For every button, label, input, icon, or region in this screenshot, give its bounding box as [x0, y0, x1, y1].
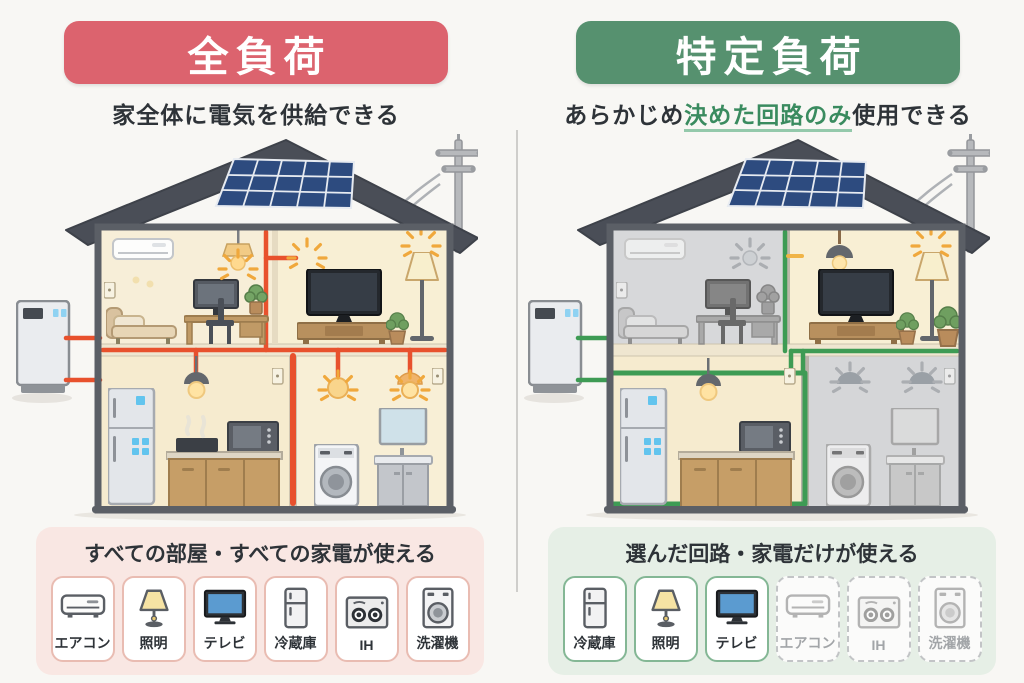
solar-panel: [214, 157, 356, 210]
solar-panel: [726, 157, 868, 210]
subtitle-suffix: 使用できる: [852, 102, 972, 128]
fridge-icon: [273, 583, 319, 633]
ih-cooktop: [176, 438, 218, 452]
section-divider: [516, 130, 518, 592]
appliance-card-active: テレビ: [192, 576, 257, 662]
fridge-icon: [572, 583, 618, 633]
aircon-icon: [785, 583, 831, 633]
ceiling-light-on: [219, 230, 257, 279]
air-conditioner: [113, 239, 173, 259]
appliance-label: 照明: [139, 635, 168, 651]
specific-load-panel-title: 選んだ回路・家電だけが使える: [625, 543, 919, 566]
appliance-card-active: 洗濯機: [405, 576, 470, 662]
appliance-cards-full-load: エアコン 照明 テレビ 冷蔵庫 IH 洗濯機: [36, 576, 484, 662]
laundry-lights-off: [831, 363, 941, 392]
appliance-card-inactive: 洗濯機: [917, 576, 982, 662]
appliance-label: 冷蔵庫: [274, 635, 317, 651]
full-load-section: 全負荷 家全体に電気を供給できる: [12, 21, 484, 675]
ih-stove-icon: [344, 587, 390, 637]
appliance-card-active: 照明: [633, 576, 698, 662]
subtitle-highlight: 決めた回路のみ: [684, 102, 853, 132]
tv-set: [297, 269, 391, 344]
appliance-card-active: エアコン: [50, 576, 115, 662]
washing-machine: [314, 444, 358, 506]
air-conditioner-off: [625, 239, 685, 259]
laundry-light-on: [319, 371, 357, 400]
upper-partition: [272, 230, 278, 344]
full-load-subtitle: 家全体に電気を供給できる: [112, 102, 400, 128]
specific-load-banner: 特定負荷: [576, 21, 960, 84]
laundry-light-2-on: [391, 371, 429, 400]
refrigerator: [108, 388, 154, 504]
refrigerator-on: [620, 388, 666, 504]
bathroom-vanity: [374, 408, 432, 506]
house-frame: [92, 223, 456, 514]
specific-load-subtitle: あらかじめ決めた回路のみ使用できる: [512, 96, 1024, 132]
appliance-label: 洗濯機: [416, 635, 459, 651]
living-furniture-on: [809, 227, 962, 346]
tv-icon: [714, 583, 760, 633]
appliance-card-active: 照明: [121, 576, 186, 662]
appliance-label: エアコン: [779, 635, 836, 651]
battery-unit: [524, 301, 584, 403]
subtitle-prefix: あらかじめ: [564, 102, 685, 128]
appliance-cards-specific-load: 冷蔵庫 照明 テレビ エアコン IH 洗濯機: [548, 576, 996, 662]
tv-set-on: [809, 269, 903, 344]
appliance-label: IH: [871, 637, 886, 653]
appliance-card-inactive: エアコン: [775, 576, 840, 662]
full-load-panel-title: すべての部屋・すべての家電が使える: [84, 543, 436, 566]
pendant-lamp-on: [826, 230, 853, 271]
bedroom-furniture: [104, 230, 268, 344]
ceiling-light-off: [731, 239, 769, 268]
kitchen-furniture: [108, 356, 283, 507]
house-frame: [604, 223, 968, 514]
lamp-icon: [131, 583, 177, 633]
appliance-label: テレビ: [715, 635, 758, 651]
tv-icon: [202, 583, 248, 633]
lamp-icon: [643, 583, 689, 633]
full-load-banner: 全負荷: [64, 21, 448, 84]
house-illustration-full-load: [12, 132, 478, 521]
red-wiring: [63, 229, 448, 506]
house-illustration-specific-load: [524, 132, 990, 521]
appliance-card-active: 冷蔵庫: [562, 576, 627, 662]
appliance-card-inactive: IH: [846, 576, 911, 662]
appliance-label: 洗濯機: [928, 635, 971, 651]
appliance-label: 冷蔵庫: [573, 635, 616, 651]
washing-machine-off: [826, 444, 870, 506]
washer-icon: [927, 583, 973, 633]
washer-icon: [415, 583, 461, 633]
appliance-label: 照明: [651, 635, 680, 651]
appliance-card-active: 冷蔵庫: [263, 576, 328, 662]
laundry-furniture-off: [826, 363, 955, 506]
ih-stove-icon: [856, 587, 902, 637]
specific-load-panel: 選んだ回路・家電だけが使える 冷蔵庫 照明 テレビ エアコン IH 洗濯機: [548, 527, 996, 675]
specific-load-section: 特定負荷 あらかじめ決めた回路のみ使用できる: [512, 0, 1024, 683]
steam: [184, 415, 207, 438]
aircon-icon: [60, 583, 106, 633]
full-load-panel: すべての部屋・すべての家電が使える エアコン 照明 テレビ 冷蔵庫 IH 洗濯機: [36, 527, 484, 675]
appliance-card-active: IH: [334, 576, 399, 662]
appliance-label: テレビ: [203, 635, 246, 651]
appliance-label: エアコン: [54, 635, 111, 651]
bathroom-vanity-off: [886, 408, 944, 506]
appliance-label: IH: [359, 637, 374, 653]
appliance-card-active: テレビ: [704, 576, 769, 662]
laundry-furniture: [314, 368, 443, 506]
battery-unit: [12, 301, 72, 403]
